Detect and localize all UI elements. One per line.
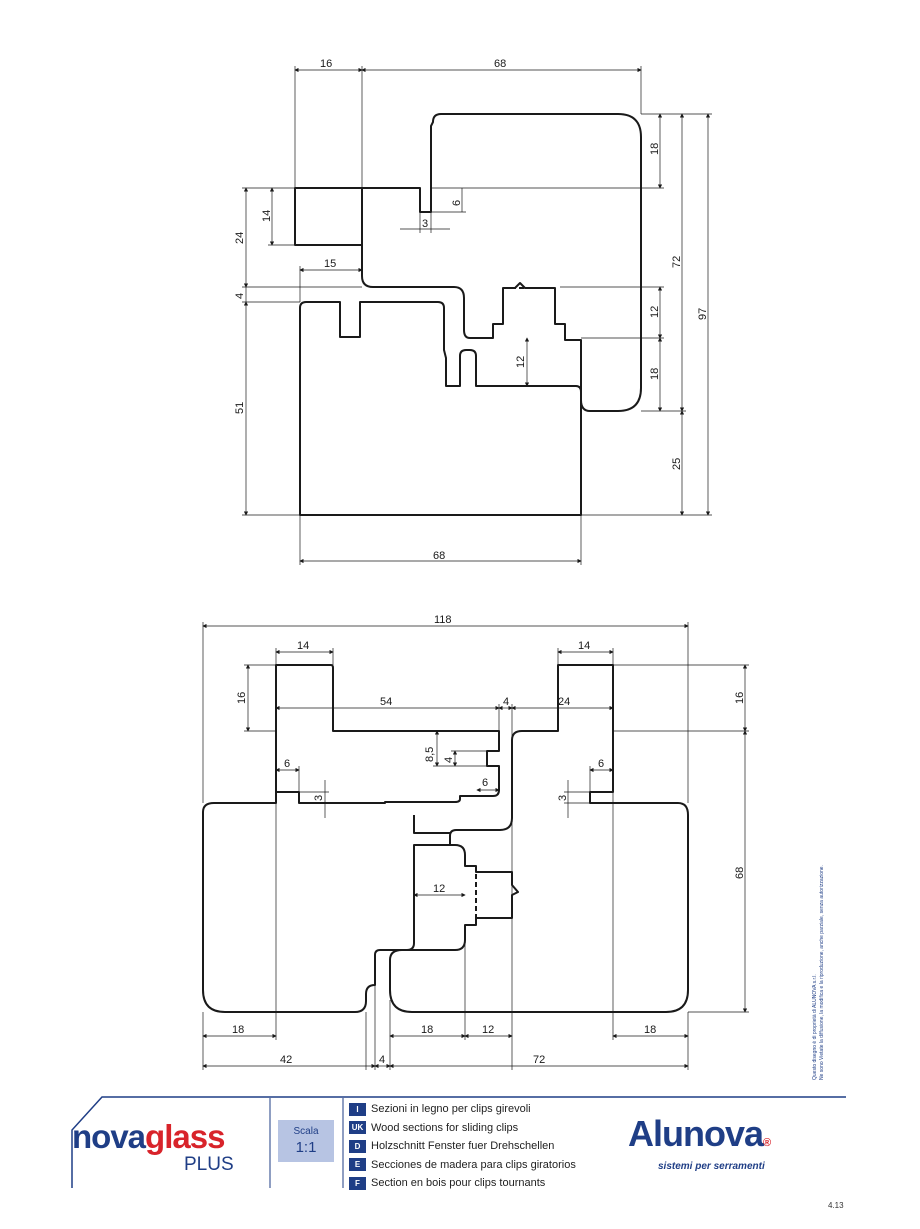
dim-label: 8,5: [424, 747, 436, 762]
dim-label: 3: [422, 218, 428, 230]
dim-label: 18: [232, 1024, 244, 1036]
scale-box: Scala 1:1: [278, 1120, 334, 1162]
dim-label: 4: [503, 696, 509, 708]
top-dimension-lines: [242, 66, 712, 565]
footer-frame: [71, 1096, 846, 1188]
lang-text: Secciones de madera para clips giratorio…: [371, 1158, 576, 1171]
logo-plus: PLUS: [184, 1154, 234, 1175]
registered-mark: ®: [763, 1137, 771, 1149]
lang-row-uk: UK Wood sections for sliding clips: [349, 1119, 649, 1137]
alunova-name: Alunova: [628, 1113, 764, 1154]
lang-code: D: [349, 1139, 366, 1153]
lang-row-de: D Holzschnitt Fenster fuer Drehschellen: [349, 1137, 649, 1155]
scale-label: Scala: [293, 1126, 319, 1137]
dim-label: 72: [533, 1054, 545, 1066]
legal-line-1: Questo disegno è di proprietà di ALUNOVA…: [812, 974, 818, 1080]
lang-text: Holzschnitt Fenster fuer Drehschellen: [371, 1140, 555, 1152]
alunova-tagline: sistemi per serramenti: [658, 1161, 765, 1172]
dim-label: 6: [482, 777, 488, 789]
dim-label: 12: [515, 356, 527, 368]
dim-label: 3: [313, 795, 325, 801]
dim-label: 24: [558, 696, 570, 708]
scale-value: 1:1: [295, 1139, 317, 1156]
top-profile: [294, 113, 642, 516]
lang-text: Section en bois pour clips tournants: [371, 1177, 546, 1189]
dim-label: 15: [324, 258, 336, 270]
lang-code: F: [349, 1176, 366, 1190]
lang-row-fr: F Section en bois pour clips tournants: [349, 1174, 649, 1192]
top-dimension-labels: 16 68 18 72 97 12 18 25 24 14 4 51 15 6 …: [234, 58, 709, 562]
lang-text: Wood sections for sliding clips: [371, 1121, 519, 1134]
alunova-logo: Alunova® sistemi per serramenti: [628, 1113, 771, 1173]
page-number: 4.13: [828, 1201, 844, 1210]
dim-label: 4: [234, 293, 246, 299]
dim-label: 72: [671, 256, 683, 268]
dim-label: 6: [284, 758, 290, 770]
dim-label: 68: [734, 867, 746, 879]
dim-label: 4: [443, 757, 455, 763]
dim-label: 18: [649, 143, 661, 155]
dim-label: 4: [379, 1054, 385, 1066]
dim-label: 6: [598, 758, 604, 770]
lang-code: E: [349, 1158, 366, 1171]
dim-label: 12: [649, 306, 661, 318]
dim-label: 68: [494, 58, 506, 70]
dim-label: 14: [297, 640, 309, 652]
dim-label: 25: [671, 458, 683, 470]
dim-label: 68: [433, 550, 445, 562]
dim-label: 6: [451, 200, 463, 206]
bottom-dimension-labels: 118 14 14 16 16 54 4 24 8,5 4 6 6 3 6 3 …: [232, 614, 746, 1066]
legal-notice: Questo disegno è di proprietà di ALUNOVA…: [812, 840, 826, 1080]
dim-label: 24: [234, 232, 246, 244]
dim-label: 18: [421, 1024, 433, 1036]
legal-line-2: Ne sono Vietate la diffusione, la modifi…: [819, 865, 825, 1080]
dim-label: 54: [380, 696, 392, 708]
logo-part-glass: glass: [145, 1118, 225, 1155]
bottom-dimension-lines: [202, 622, 749, 1070]
novaglass-logo: novaglass PLUS: [72, 1120, 234, 1175]
language-list: I Sezioni in legno per clips girevoli UK W…: [349, 1100, 649, 1193]
dim-label: 18: [649, 368, 661, 380]
lang-code: I: [349, 1102, 366, 1116]
dim-label: 16: [320, 58, 332, 70]
dim-label: 3: [557, 795, 569, 801]
dim-label: 16: [734, 692, 746, 704]
dim-label: 12: [433, 883, 445, 895]
lang-text: Sezioni in legno per clips girevoli: [371, 1103, 531, 1115]
dim-label: 51: [234, 402, 246, 414]
dim-label: 12: [482, 1024, 494, 1036]
lang-row-it: I Sezioni in legno per clips girevoli: [349, 1100, 649, 1118]
dim-label: 16: [236, 692, 248, 704]
lang-code: UK: [349, 1121, 366, 1134]
logo-part-nova: nova: [72, 1118, 146, 1155]
dim-label: 14: [578, 640, 590, 652]
dim-label: 14: [261, 210, 273, 222]
dim-label: 42: [280, 1054, 292, 1066]
dim-label: 97: [697, 308, 709, 320]
dim-label: 18: [644, 1024, 656, 1036]
dim-label: 118: [434, 614, 452, 626]
lang-row-es: E Secciones de madera para clips giratori…: [349, 1156, 649, 1174]
